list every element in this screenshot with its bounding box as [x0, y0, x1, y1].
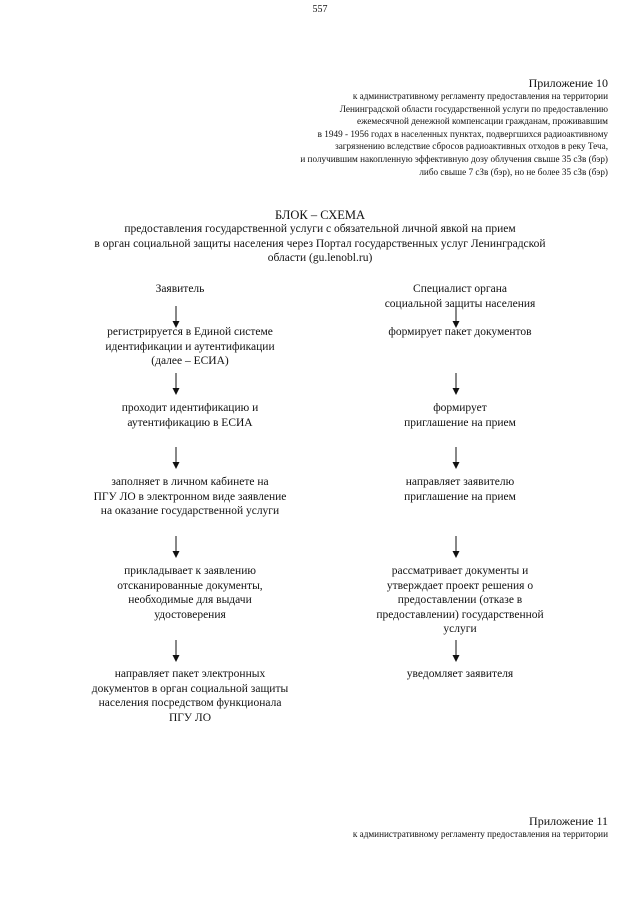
left-column-heading: Заявитель [155, 283, 205, 295]
appendix-11-text: к административному регламенту предостав… [353, 828, 608, 841]
step-line: уведомляет заявителя [406, 668, 514, 680]
step-line: аутентификацию в ЕСИА [127, 416, 253, 429]
left-step-1: регистрируется в Единой системе идентифи… [40, 325, 340, 369]
step-line: проходит идентификацию и [121, 402, 259, 414]
scheme-subtitle-line: области (gu.lenobl.ru) [267, 252, 373, 264]
step-line: направляет пакет электронных [114, 668, 266, 680]
right-step-1: формирует пакет документов [340, 325, 580, 340]
step-line: на оказание государственной услуги [100, 505, 280, 517]
appendix-10-title: Приложение 10 [528, 76, 608, 90]
appendix-11-line: к административному регламенту предостав… [352, 829, 608, 839]
step-line: необходимые для выдачи [128, 594, 252, 606]
appendix-10-line: Ленинградской области государственной ус… [339, 103, 608, 114]
appendix-10-line: либо свыше 7 сЗв (бэр), но не более 35 с… [419, 166, 608, 177]
appendix-10-line: загрязнению вследствие сбросов радиоакти… [335, 141, 608, 152]
right-step-4: рассматривает документы и утверждает про… [340, 564, 580, 637]
step-line: формирует пакет документов [388, 326, 532, 338]
scheme-subtitle: предоставления государственной услуги с … [40, 222, 600, 266]
arrow-down-icon [451, 373, 461, 395]
step-line: формирует [433, 402, 487, 414]
step-line: ПГУ ЛО [168, 711, 212, 724]
arrow-down-icon [171, 373, 181, 395]
arrow-down-icon [451, 640, 461, 662]
scheme-subtitle-line: в орган социальной защиты населения чере… [94, 237, 546, 250]
left-step-3: заполняет в личном кабинете на ПГУ ЛО в … [40, 475, 340, 519]
step-line: (далее – ЕСИА) [151, 355, 229, 367]
step-line: заполняет в личном кабинете на [111, 476, 269, 488]
step-line: ПГУ ЛО в электронном виде заявление [93, 490, 287, 503]
step-line: приглашение на прием [404, 490, 516, 503]
left-step-2: проходит идентификацию и аутентификацию … [40, 401, 340, 430]
right-heading-line: Специалист органа [413, 283, 507, 295]
left-step-4: прикладывает к заявлению отсканированные… [40, 564, 340, 622]
step-line: населения посредством функционала [98, 697, 282, 709]
page-number: 557 [312, 4, 328, 15]
appendix-10-line: и получившим накопленную эффективную доз… [300, 153, 608, 164]
step-line: документов в орган социальной защиты [91, 682, 289, 695]
arrow-down-icon [451, 306, 461, 328]
right-step-5: уведомляет заявителя [340, 667, 580, 682]
arrow-down-icon [451, 536, 461, 558]
appendix-10-text: к административному регламенту предостав… [300, 90, 608, 178]
step-line: идентификации и аутентификации [105, 340, 275, 353]
scheme-subtitle-line: предоставления государственной услуги с … [124, 223, 516, 235]
arrow-down-icon [171, 447, 181, 469]
step-line: прикладывает к заявлению [124, 565, 256, 577]
right-step-3: направляет заявителю приглашение на прие… [340, 475, 580, 504]
step-line: предоставлении) государственной [376, 608, 544, 621]
appendix-10-line: к административному регламенту предостав… [352, 91, 608, 101]
step-line: предоставлении (отказе в [397, 594, 523, 606]
step-line: утверждает проект решения о [386, 579, 534, 592]
appendix-10-line: ежемесячной денежной компенсации граждан… [357, 116, 608, 127]
appendix-10-line: в 1949 - 1956 годах в населенных пунктах… [317, 128, 608, 139]
left-step-5: направляет пакет электронных документов … [40, 667, 340, 725]
arrow-down-icon [171, 640, 181, 662]
arrow-down-icon [451, 447, 461, 469]
right-column-heading: Специалист органа социальной защиты насе… [350, 282, 570, 311]
scheme-title: БЛОК – СХЕМА [274, 208, 366, 222]
step-line: рассматривает документы и [391, 565, 529, 577]
step-line: регистрируется в Единой системе [107, 326, 273, 338]
step-line: удостоверения [154, 608, 226, 621]
arrow-down-icon [171, 536, 181, 558]
right-step-2: формирует приглашение на прием [340, 401, 580, 430]
step-line: услуги [443, 623, 477, 635]
right-heading-line: социальной защиты населения [384, 297, 536, 310]
arrow-down-icon [171, 306, 181, 328]
step-line: направляет заявителю [405, 476, 515, 488]
appendix-11-title: Приложение 11 [529, 814, 608, 828]
step-line: отсканированные документы, [117, 579, 263, 592]
step-line: приглашение на прием [404, 416, 516, 429]
